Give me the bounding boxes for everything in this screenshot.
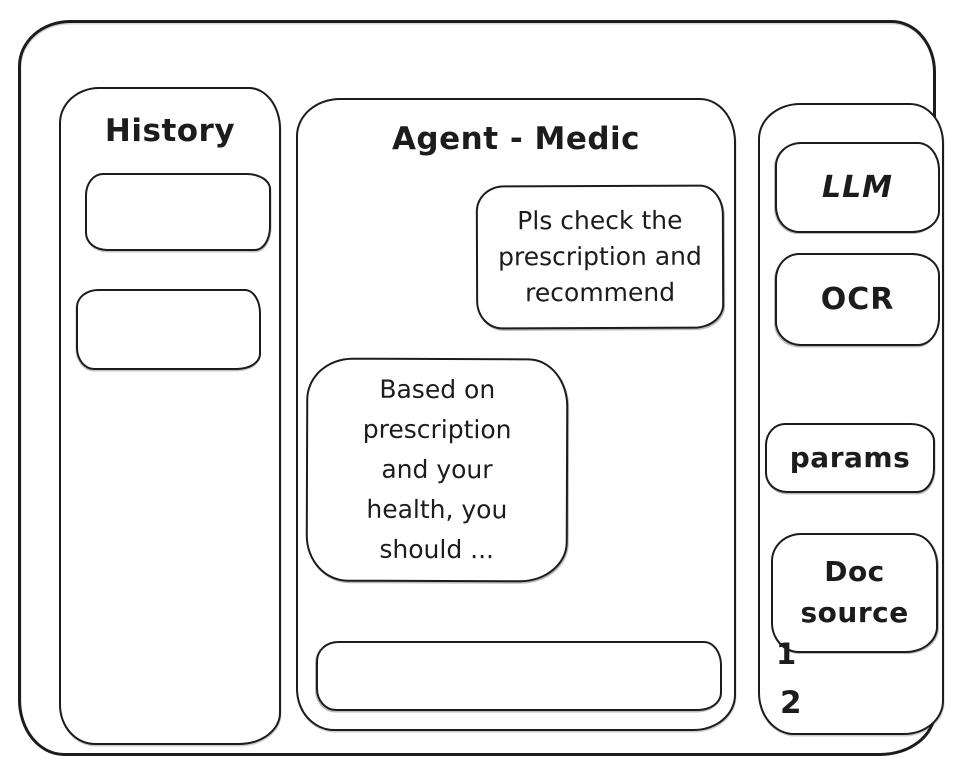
doc-source-item-2[interactable]: 2	[780, 685, 802, 721]
params-button[interactable]: params	[765, 423, 935, 493]
params-button-label: params	[789, 440, 911, 474]
ocr-button-label: OCR	[820, 281, 895, 317]
ocr-button[interactable]: OCR	[775, 253, 940, 346]
message-input[interactable]	[316, 641, 722, 711]
llm-button-label: LLM	[821, 169, 894, 205]
chat-panel: Agent - Medic Pls check the prescription…	[296, 98, 736, 731]
chat-title: Agent - Medic	[391, 121, 641, 157]
history-sidebar: History	[59, 87, 281, 745]
llm-button[interactable]: LLM	[775, 142, 940, 233]
user-message-text: Pls check the prescription and recommend	[498, 205, 702, 308]
tools-sidebar: LLM OCR params Doc source 1 2	[758, 103, 944, 735]
doc-source-button[interactable]: Doc source	[771, 533, 938, 653]
history-title: History	[104, 113, 236, 149]
doc-source-item-1[interactable]: 1	[776, 637, 797, 671]
assistant-message-bubble: Based on prescription and your health, y…	[305, 357, 569, 583]
app-window-frame: History Agent - Medic Pls check the pres…	[18, 20, 944, 756]
assistant-message-text: Based on prescription and your health, y…	[362, 374, 512, 565]
history-item[interactable]	[76, 289, 261, 370]
user-message-bubble: Pls check the prescription and recommend	[475, 184, 725, 330]
doc-source-button-label: Doc source	[800, 555, 909, 629]
history-item[interactable]	[85, 173, 271, 251]
